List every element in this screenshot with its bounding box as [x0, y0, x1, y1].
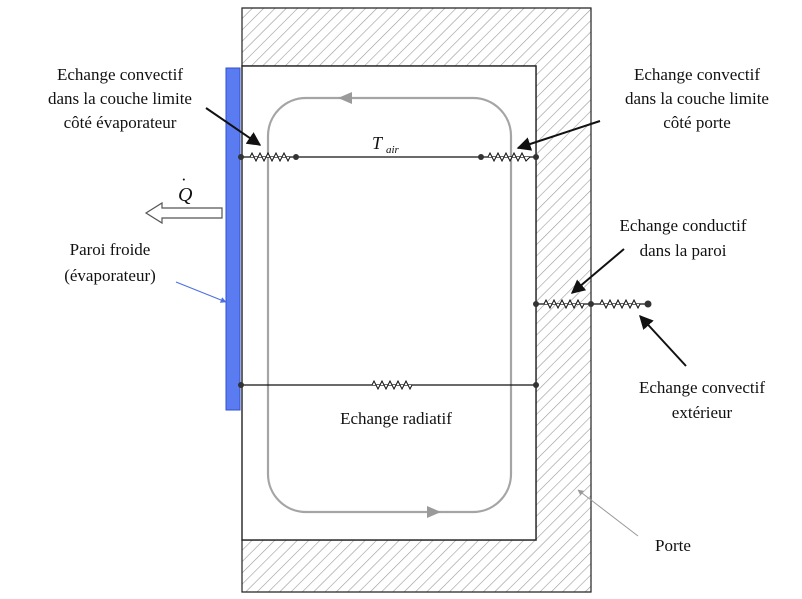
t-air-label: T [372, 133, 384, 153]
label-conv-door-1: Echange convectif [634, 65, 760, 84]
label-conv-evap-1: Echange convectif [57, 65, 183, 84]
label-cold-wall-2: (évaporateur) [64, 266, 156, 285]
heat-flow-arrow [144, 201, 223, 225]
pointer-door [577, 489, 639, 537]
label-conv-door-3: côté porte [663, 113, 731, 132]
node [533, 382, 539, 388]
compartment [241, 65, 537, 541]
resistor-external-convection [599, 298, 641, 310]
node [238, 154, 244, 160]
loop-arrow-bottom [427, 506, 441, 518]
label-door: Porte [655, 536, 691, 555]
label-radiative: Echange radiatif [340, 409, 452, 428]
node [644, 300, 652, 308]
label-cond-1: Echange conductif [620, 216, 747, 235]
air-circulation-loop [266, 96, 513, 514]
label-cond-2: dans la paroi [640, 241, 727, 260]
t-air-subscript: air [386, 144, 400, 156]
label-conv-evap-2: dans la couche limite [48, 89, 192, 108]
node [533, 301, 539, 307]
resistor-radiative [371, 379, 413, 391]
q-dot-label: Q [178, 184, 193, 206]
q-dot-accent: · [181, 170, 187, 189]
node [533, 154, 539, 160]
pointer-conv-ext [639, 314, 687, 367]
pointer-conv-evap [205, 107, 262, 146]
node [588, 301, 594, 307]
resistor-conduction [543, 298, 585, 310]
label-cold-wall-1: Paroi froide [70, 240, 151, 259]
resistor-door-side [487, 151, 531, 163]
pointer-conv-door [516, 120, 601, 151]
label-conv-door-2: dans la couche limite [625, 89, 769, 108]
node [238, 382, 244, 388]
node [293, 154, 299, 160]
evaporator-wall [225, 67, 241, 411]
pointer-cold-wall [175, 281, 227, 303]
pointer-cond [570, 248, 625, 294]
label-conv-ext-2: extérieur [672, 403, 733, 422]
node [478, 154, 484, 160]
label-conv-ext-1: Echange convectif [639, 378, 765, 397]
label-conv-evap-3: côté évaporateur [64, 113, 177, 132]
resistor-evaporator-side [249, 151, 291, 163]
loop-arrow-top [338, 92, 352, 104]
